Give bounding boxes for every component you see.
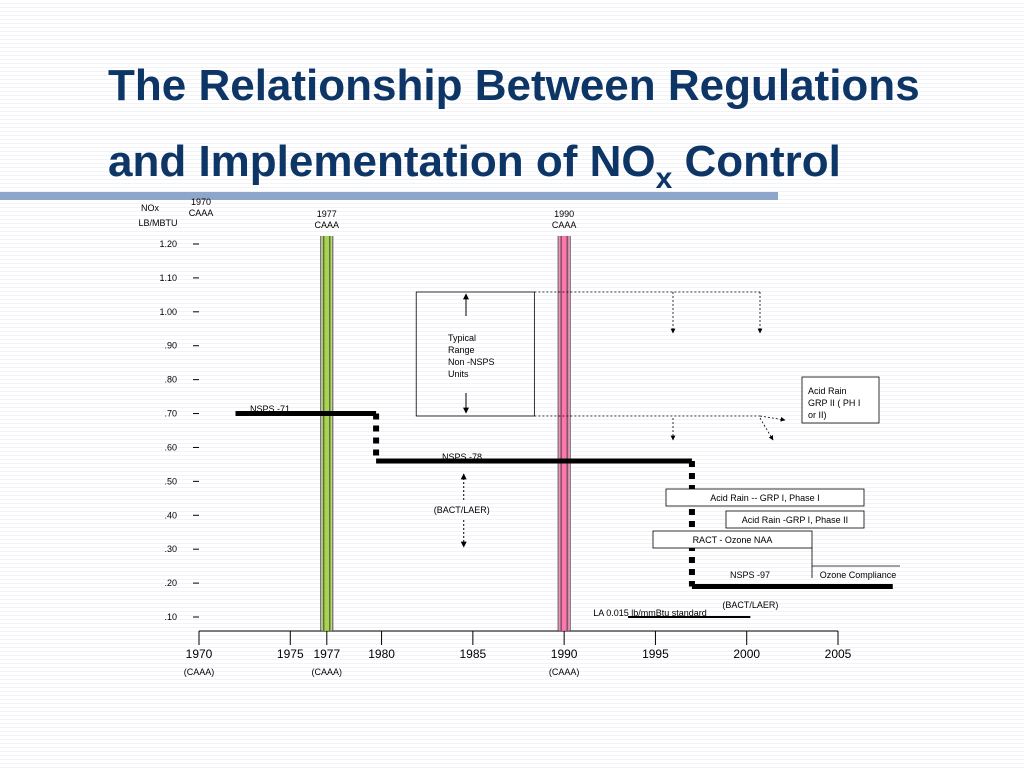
caaa-band-1977 xyxy=(321,236,332,631)
page-title: The Relationship Between Regulations and … xyxy=(108,48,920,217)
program-box-label: Ozone Compliance xyxy=(820,570,897,580)
y-tick-label: 1.10 xyxy=(159,273,177,283)
x-tick-label: 2005 xyxy=(825,647,852,661)
y-tick-label: 1.00 xyxy=(159,307,177,317)
caaa-marker-label: 1977 xyxy=(317,209,337,219)
program-box-label: RACT - Ozone NAA xyxy=(693,535,773,545)
caaa-marker-label: CAAA xyxy=(189,208,214,218)
x-tick-label: 1985 xyxy=(460,647,487,661)
y-tick-label: .30 xyxy=(164,544,177,554)
typical-range-box xyxy=(415,291,535,417)
y-tick-label: .40 xyxy=(164,510,177,520)
title-line-2: and Implementation of NO xyxy=(108,137,656,186)
bact-laer-label: (BACT/LAER) xyxy=(434,505,490,515)
bact-laer-label: (BACT/LAER) xyxy=(722,600,778,610)
y-axis-label: LB/MBTU xyxy=(138,218,177,228)
x-tick-label: 1975 xyxy=(277,647,304,661)
projection-arrow-3 xyxy=(759,415,786,422)
standard-label: LA 0.015 lb/mmBtu standard xyxy=(593,608,707,618)
x-tick-label: 1977 xyxy=(313,647,340,661)
program-box xyxy=(665,488,865,507)
caaa-marker-label: CAAA xyxy=(552,220,577,230)
y-tick-label: .10 xyxy=(164,612,177,622)
y-tick-label: .60 xyxy=(164,442,177,452)
x-tick-sublabel: (CAAA) xyxy=(184,667,215,677)
y-tick-label: .70 xyxy=(164,409,177,419)
y-tick-label: .80 xyxy=(164,375,177,385)
standard-label: NSPS -97 xyxy=(730,570,770,580)
program-box xyxy=(725,510,865,529)
y-axis-label: NOx xyxy=(141,203,160,213)
title-line-1: The Relationship Between Regulations xyxy=(108,61,920,110)
acid-rain-grp2-label: or II) xyxy=(808,410,827,420)
typical-range-label: Range xyxy=(448,345,475,355)
program-box-label: Acid Rain -GRP I, Phase II xyxy=(742,515,848,525)
caaa-marker-label: 1970 xyxy=(191,197,211,207)
x-tick-label: 1995 xyxy=(642,647,669,661)
typical-range-label: Units xyxy=(448,369,469,379)
x-tick-sublabel: (CAAA) xyxy=(312,667,343,677)
y-tick-label: .50 xyxy=(164,476,177,486)
typical-range-label: Typical xyxy=(448,333,476,343)
caaa-marker-label: 1990 xyxy=(554,209,574,219)
standard-label: NSPS -71 xyxy=(250,404,290,414)
title-line-2-end: Control xyxy=(672,137,841,186)
caaa-marker-label: CAAA xyxy=(315,220,340,230)
caaa-band-1990 xyxy=(559,236,570,631)
acid-rain-grp2-label: Acid Rain xyxy=(808,386,847,396)
x-tick-label: 1980 xyxy=(368,647,395,661)
typical-range-label: Non -NSPS xyxy=(448,357,495,367)
title-rule xyxy=(0,192,778,200)
y-tick-label: .20 xyxy=(164,578,177,588)
x-tick-label: 2000 xyxy=(733,647,760,661)
standard-label: NSPS -78 xyxy=(442,452,482,462)
program-box-label: Acid Rain -- GRP I, Phase I xyxy=(710,493,819,503)
projection-arrow-4 xyxy=(759,417,774,441)
program-box xyxy=(652,530,813,549)
x-tick-label: 1970 xyxy=(186,647,213,661)
y-tick-label: 1.20 xyxy=(159,239,177,249)
x-tick-sublabel: (CAAA) xyxy=(549,667,580,677)
x-tick-label: 1990 xyxy=(551,647,578,661)
title-subscript: x xyxy=(655,162,673,195)
acid-rain-grp2-label: GRP II ( PH I xyxy=(808,398,860,408)
acid-rain-grp2-box xyxy=(801,376,880,424)
y-tick-label: .90 xyxy=(164,341,177,351)
